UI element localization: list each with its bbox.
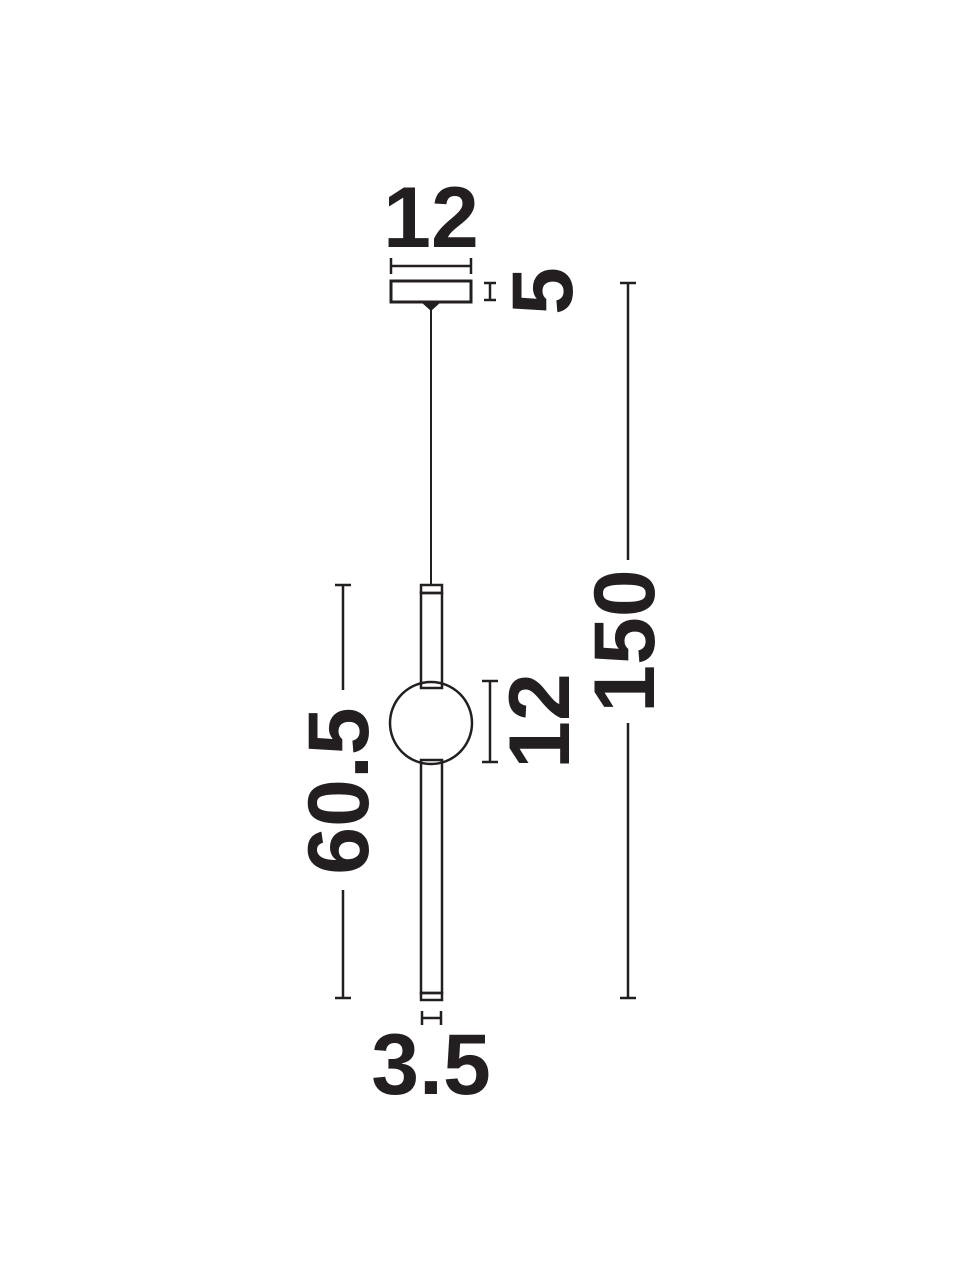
lower-tube bbox=[419, 758, 444, 995]
lamp-body bbox=[388, 583, 474, 1002]
dimension-canopy-width bbox=[389, 258, 473, 274]
dimension-tube-diameter bbox=[420, 1011, 443, 1025]
canopy-width-label: 12 bbox=[383, 170, 479, 266]
overall-height-label: 150 bbox=[577, 569, 673, 713]
dimension-lamp-length bbox=[335, 583, 351, 1000]
globe bbox=[388, 680, 474, 766]
canopy-height-label: 5 bbox=[495, 267, 591, 315]
lamp-length-label: 60.5 bbox=[291, 707, 387, 874]
upper-tube bbox=[419, 591, 444, 690]
dimension-globe-diameter bbox=[482, 679, 498, 764]
dimension-canopy-height bbox=[484, 281, 496, 302]
tube-diameter-label: 3.5 bbox=[371, 1017, 491, 1113]
bottom-cap bbox=[419, 991, 444, 1002]
canopy-body bbox=[389, 279, 473, 304]
dimension-overall-height bbox=[620, 281, 636, 1000]
globe-diameter-label: 12 bbox=[492, 673, 588, 769]
